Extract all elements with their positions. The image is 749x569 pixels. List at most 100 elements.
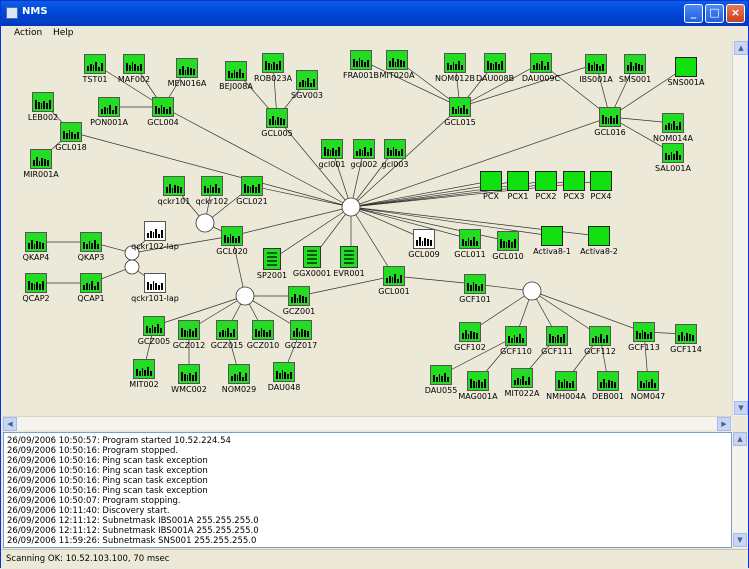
network-node-icon[interactable] <box>266 108 288 128</box>
network-hub[interactable] <box>235 286 255 306</box>
network-node-icon[interactable] <box>555 371 577 391</box>
network-node-icon[interactable] <box>262 53 284 73</box>
network-hub[interactable] <box>195 213 215 233</box>
network-node-icon[interactable] <box>624 54 646 74</box>
network-node-icon[interactable] <box>637 371 659 391</box>
network-node-icon[interactable] <box>216 320 238 340</box>
window-title: NMS <box>22 6 48 17</box>
network-node-icon[interactable] <box>25 232 47 252</box>
network-node-icon[interactable] <box>530 53 552 73</box>
network-node-icon[interactable] <box>225 61 247 81</box>
network-node-icon[interactable] <box>662 143 684 163</box>
network-node-icon[interactable] <box>413 229 435 249</box>
network-node-icon[interactable] <box>163 176 185 196</box>
network-node-icon[interactable] <box>484 53 506 73</box>
network-node-icon[interactable] <box>30 149 52 169</box>
network-node-icon[interactable] <box>467 371 489 391</box>
network-node-icon[interactable] <box>296 70 318 90</box>
network-node-icon[interactable] <box>497 231 519 251</box>
menu-action[interactable]: Action <box>14 28 43 38</box>
network-node-icon[interactable] <box>633 322 655 342</box>
network-node-icon[interactable] <box>176 58 198 78</box>
network-node-icon[interactable] <box>144 273 166 293</box>
server-icon[interactable] <box>340 246 358 268</box>
network-node-icon[interactable] <box>288 286 310 306</box>
maximize-button[interactable]: □ <box>705 4 724 23</box>
network-node-icon[interactable] <box>152 97 174 117</box>
network-node-icon[interactable] <box>80 273 102 293</box>
scroll-up-button[interactable]: ▲ <box>734 41 748 55</box>
network-node-icon[interactable] <box>80 232 102 252</box>
network-node-icon[interactable] <box>597 371 619 391</box>
network-node-icon[interactable] <box>228 364 250 384</box>
network-node-icon[interactable] <box>221 226 243 246</box>
network-node-icon[interactable] <box>383 266 405 286</box>
title-bar[interactable]: NMS _ □ × <box>1 1 748 26</box>
network-node-icon[interactable] <box>505 326 527 346</box>
network-node-icon[interactable] <box>273 362 295 382</box>
log-scrollbar[interactable]: ▲ ▼ <box>732 432 748 548</box>
network-node-icon[interactable] <box>464 274 486 294</box>
network-node-icon[interactable] <box>178 364 200 384</box>
network-node-icon[interactable] <box>290 320 312 340</box>
network-node-icon[interactable] <box>585 54 607 74</box>
log-panel[interactable]: 26/09/2006 10:50:57: Program started 10.… <box>3 432 732 548</box>
network-node-icon[interactable] <box>353 139 375 159</box>
network-node-icon[interactable] <box>98 97 120 117</box>
network-node-icon[interactable] <box>252 320 274 340</box>
network-node-icon[interactable] <box>563 171 585 191</box>
network-node-icon[interactable] <box>588 226 610 246</box>
network-node-icon[interactable] <box>84 54 106 74</box>
network-hub[interactable] <box>124 259 140 275</box>
scroll-right-button[interactable]: ▶ <box>717 417 731 431</box>
close-button[interactable]: × <box>726 4 745 23</box>
network-node-icon[interactable] <box>144 221 166 241</box>
scroll-down-button[interactable]: ▼ <box>734 401 748 415</box>
network-node-icon[interactable] <box>459 322 481 342</box>
link-line <box>540 62 611 118</box>
network-node-icon[interactable] <box>535 171 557 191</box>
network-node-icon[interactable] <box>541 226 563 246</box>
network-node-icon[interactable] <box>123 54 145 74</box>
network-node-icon[interactable] <box>321 139 343 159</box>
network-node-icon[interactable] <box>430 365 452 385</box>
network-node-icon[interactable] <box>675 57 697 77</box>
network-node-icon[interactable] <box>178 320 200 340</box>
network-node-icon[interactable] <box>675 324 697 344</box>
network-node-icon[interactable] <box>201 176 223 196</box>
network-hub[interactable] <box>522 281 542 301</box>
menu-help[interactable]: Help <box>53 28 74 38</box>
network-node-icon[interactable] <box>350 50 372 70</box>
network-node-icon[interactable] <box>590 171 612 191</box>
network-node-icon[interactable] <box>241 176 263 196</box>
network-node-icon[interactable] <box>25 273 47 293</box>
network-node-icon[interactable] <box>589 326 611 346</box>
network-node-icon[interactable] <box>507 171 529 191</box>
network-node-icon[interactable] <box>511 368 533 388</box>
server-icon[interactable] <box>263 248 281 270</box>
network-node-label: QCAP2 <box>22 294 50 303</box>
server-icon[interactable] <box>303 246 321 268</box>
network-node-icon[interactable] <box>480 171 502 191</box>
network-node-icon[interactable] <box>384 139 406 159</box>
log-scroll-up-button[interactable]: ▲ <box>733 432 747 446</box>
minimize-button[interactable]: _ <box>684 4 703 23</box>
network-node-icon[interactable] <box>386 50 408 70</box>
network-node-icon[interactable] <box>133 359 155 379</box>
network-node-icon[interactable] <box>32 92 54 112</box>
map-vertical-scrollbar[interactable]: ▲ ▼ <box>732 41 748 416</box>
network-hub[interactable] <box>341 197 361 217</box>
network-node-icon[interactable] <box>143 316 165 336</box>
network-node-icon[interactable] <box>60 122 82 142</box>
network-node-icon[interactable] <box>546 326 568 346</box>
network-node-icon[interactable] <box>662 113 684 133</box>
scroll-left-button[interactable]: ◀ <box>3 417 17 431</box>
network-node-label: MIT022A <box>504 389 540 398</box>
network-node-icon[interactable] <box>449 97 471 117</box>
network-node-icon[interactable] <box>599 107 621 127</box>
network-node-icon[interactable] <box>459 229 481 249</box>
map-horizontal-scrollbar[interactable]: ◀ ▶ <box>3 416 732 431</box>
log-scroll-down-button[interactable]: ▼ <box>733 533 747 547</box>
network-node-icon[interactable] <box>444 53 466 73</box>
